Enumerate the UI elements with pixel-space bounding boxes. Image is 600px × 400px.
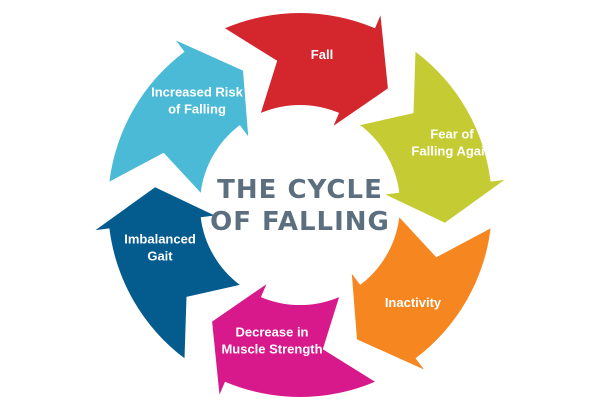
cycle-arrow-2 <box>360 51 505 223</box>
step-label: Fall <box>311 47 333 62</box>
step-label: Imbalanced <box>124 232 196 247</box>
step-label: of Falling <box>168 102 226 117</box>
step-label: Falling Again <box>411 144 492 159</box>
step-label: Increased Risk <box>151 85 244 100</box>
cycle-arrow-3 <box>351 217 491 370</box>
step-label: Fear of <box>430 127 474 142</box>
cycle-arrow-6 <box>109 40 249 193</box>
cycle-arrow-5 <box>95 187 240 359</box>
center-title-line1: THE CYCLE <box>217 175 383 205</box>
step-label: Decrease in <box>236 325 309 340</box>
cycle-arrow-4 <box>212 284 375 397</box>
center-title-line2: OF FALLING <box>210 207 390 237</box>
step-label: Muscle Strength <box>221 342 322 357</box>
cycle-arrow-1 <box>225 13 388 126</box>
step-label: Inactivity <box>385 295 442 310</box>
step-label: Gait <box>147 249 173 264</box>
